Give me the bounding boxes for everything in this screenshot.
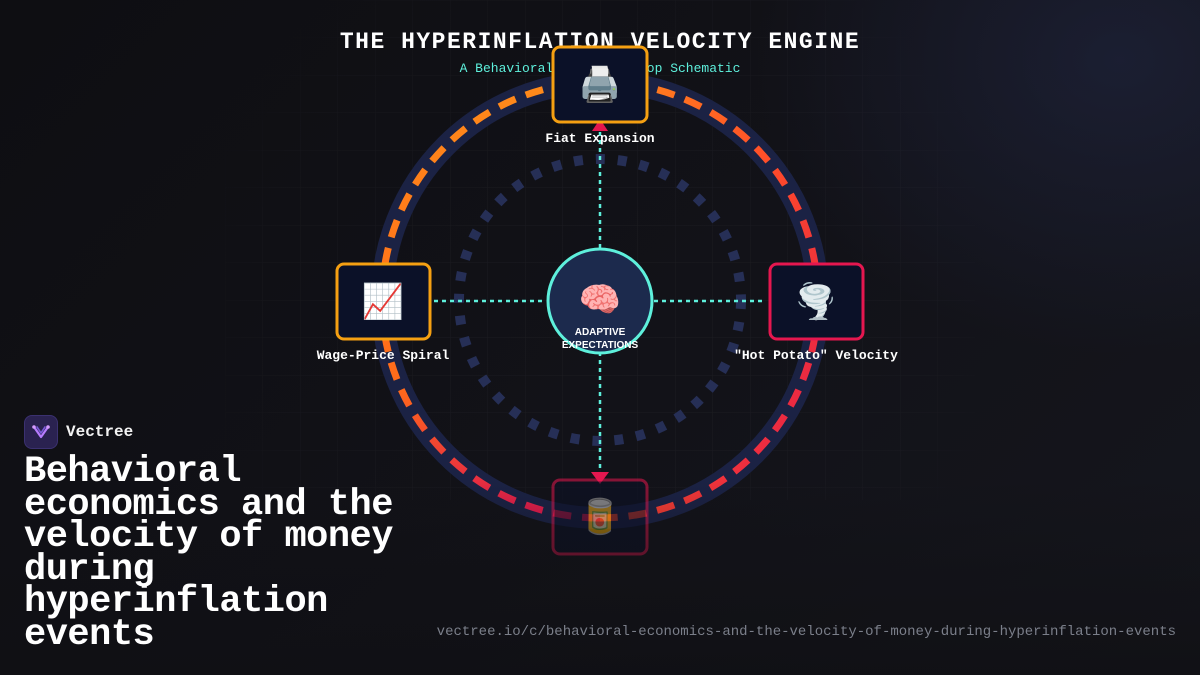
- printer-icon: 🖨️: [579, 65, 621, 105]
- arrowhead-top: [592, 119, 608, 131]
- node-velocity-box: [768, 262, 865, 341]
- node-velocity-label: "Hot Potato" Velocity: [734, 348, 898, 363]
- node-hot-potato-velocity: 🌪️: [768, 262, 865, 341]
- center-node-circle: [546, 247, 654, 355]
- brand-name: Vectree: [66, 423, 134, 441]
- headline: Behavioral economics and the velocity of…: [24, 451, 393, 656]
- chart-increasing-icon: 📈: [362, 282, 404, 322]
- bottom-fade-overlay: [0, 480, 1200, 675]
- node-wage-label: Wage-Price Spiral: [317, 348, 450, 363]
- node-fiat-expansion: 🖨️: [551, 45, 649, 124]
- node-wage-price-spiral: 📈: [335, 262, 432, 341]
- center-label-line2: EXPECTATIONS: [562, 340, 639, 351]
- center-node-adaptive-expectations: 🧠 ADAPTIVE EXPECTATIONS: [546, 247, 654, 355]
- brand-row: Vectree: [24, 415, 133, 449]
- center-label-line1: ADAPTIVE: [575, 327, 626, 338]
- page-url: vectree.io/c/behavioral-economics-and-th…: [436, 624, 1176, 640]
- brain-icon: 🧠: [579, 280, 621, 320]
- arrowhead-bottom: [591, 472, 609, 484]
- node-fiat-box: [551, 45, 649, 124]
- vectree-logo-icon: [24, 415, 58, 449]
- tornado-icon: 🌪️: [795, 281, 837, 322]
- node-wage-box: [335, 262, 432, 341]
- node-fiat-label: Fiat Expansion: [545, 131, 654, 146]
